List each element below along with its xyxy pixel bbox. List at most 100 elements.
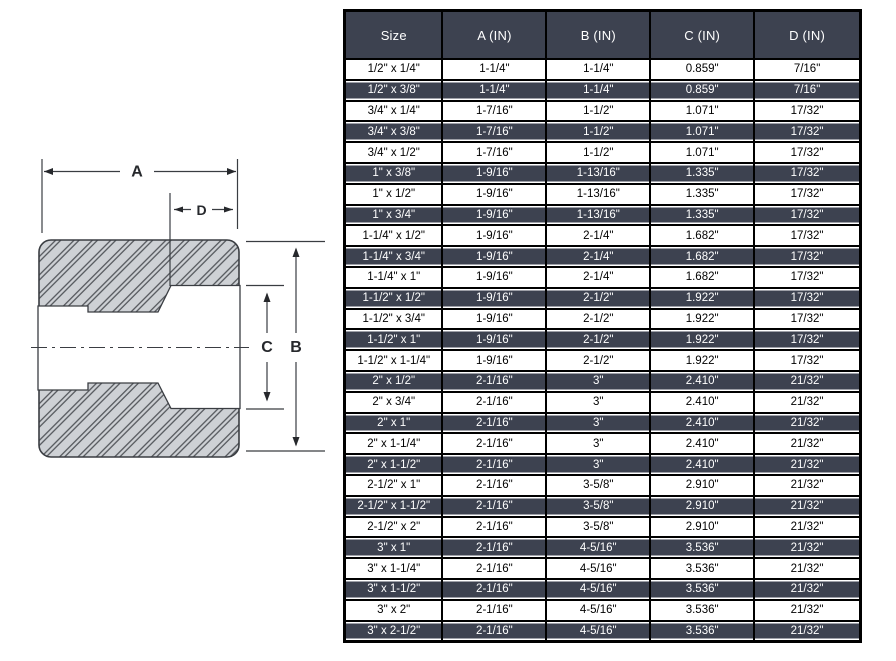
table-row: 2" x 3/4"2-1/16"3"2.410"21/32"	[346, 392, 859, 414]
table-cell-b: 2-1/2"	[547, 351, 652, 372]
table-cell-b: 1-1/4"	[547, 60, 652, 81]
table-cell-size: 1" x 1/2"	[346, 184, 444, 206]
table-cell-c: 1.335"	[651, 205, 756, 227]
table-cell-b: 3"	[547, 392, 652, 414]
column-header-a: A (IN)	[443, 12, 548, 60]
table-cell-b: 2-1/2"	[547, 309, 652, 331]
table-cell-b: 1-13/16"	[547, 184, 652, 206]
table-cell-d: 17/32"	[755, 226, 859, 248]
table-cell-b: 4-5/16"	[547, 559, 652, 580]
table-cell-size: 1/2" x 1/4"	[346, 60, 444, 81]
table-cell-c: 3.536"	[651, 579, 756, 601]
column-header-b: B (IN)	[547, 12, 652, 60]
table-cell-b: 3"	[547, 413, 652, 435]
table-cell-a: 2-1/16"	[443, 455, 548, 476]
table-cell-b: 1-13/16"	[547, 163, 652, 185]
fitting-drawing: A D C B	[31, 159, 325, 458]
table-cell-d: 17/32"	[755, 351, 859, 372]
table-cell-size: 1-1/2" x 1/2"	[346, 288, 444, 310]
fitting-diagram: A D C B	[0, 0, 343, 656]
table-cell-d: 21/32"	[755, 455, 859, 476]
table-cell-d: 21/32"	[755, 496, 859, 518]
table-row: 1-1/2" x 1"1-9/16"2-1/2"1.922"17/32"	[346, 330, 859, 352]
table-cell-size: 1-1/2" x 3/4"	[346, 309, 444, 331]
table-row: 1-1/2" x 3/4"1-9/16"2-1/2"1.922"17/32"	[346, 309, 859, 331]
table-cell-size: 3" x 1"	[346, 538, 444, 560]
table-cell-b: 1-1/2"	[547, 101, 652, 123]
table-cell-d: 21/32"	[755, 579, 859, 601]
table-row: 3" x 1-1/4"2-1/16"4-5/16"3.536"21/32"	[346, 559, 859, 580]
table-cell-d: 17/32"	[755, 309, 859, 331]
table-row: 1" x 1/2"1-9/16"1-13/16"1.335"17/32"	[346, 184, 859, 206]
table-row: 3/4" x 1/2"1-7/16"1-1/2"1.071"17/32"	[346, 143, 859, 164]
table-cell-a: 2-1/16"	[443, 496, 548, 518]
dim-b-arrow-up	[292, 247, 300, 257]
table-cell-size: 1-1/4" x 3/4"	[346, 247, 444, 268]
table-cell-d: 21/32"	[755, 392, 859, 414]
table-cell-d: 17/32"	[755, 184, 859, 206]
table-row: 1-1/4" x 1"1-9/16"2-1/4"1.682"17/32"	[346, 267, 859, 289]
table-cell-a: 1-9/16"	[443, 309, 548, 331]
table-row: 1-1/4" x 1/2"1-9/16"2-1/4"1.682"17/32"	[346, 226, 859, 248]
table-cell-a: 2-1/16"	[443, 579, 548, 601]
table-row: 2-1/2" x 2"2-1/16"3-5/8"2.910"21/32"	[346, 517, 859, 539]
table-cell-size: 2" x 1"	[346, 413, 444, 435]
table-row: 3/4" x 1/4"1-7/16"1-1/2"1.071"17/32"	[346, 101, 859, 123]
table-cell-size: 3" x 1-1/2"	[346, 579, 444, 601]
table-cell-c: 1.922"	[651, 309, 756, 331]
table-row: 2" x 1-1/4"2-1/16"3"2.410"21/32"	[346, 434, 859, 456]
table-cell-d: 7/16"	[755, 60, 859, 81]
table-cell-size: 2" x 1-1/2"	[346, 455, 444, 476]
table-cell-d: 17/32"	[755, 288, 859, 310]
table-cell-c: 3.536"	[651, 559, 756, 580]
table-cell-d: 17/32"	[755, 163, 859, 185]
table-body: 1/2" x 1/4"1-1/4"1-1/4"0.859"7/16"1/2" x…	[346, 60, 859, 641]
column-header-c: C (IN)	[651, 12, 756, 60]
dim-a	[41, 159, 239, 233]
table-cell-c: 1.335"	[651, 184, 756, 206]
dim-c-arrow-down	[263, 392, 271, 402]
table-cell-b: 2-1/2"	[547, 330, 652, 352]
table-cell-d: 7/16"	[755, 80, 859, 102]
table-cell-c: 1.922"	[651, 288, 756, 310]
table-cell-c: 1.682"	[651, 267, 756, 289]
table-cell-a: 2-1/16"	[443, 559, 548, 580]
table-cell-d: 17/32"	[755, 267, 859, 289]
table-cell-a: 1-9/16"	[443, 351, 548, 372]
dimension-table: Size A (IN) B (IN) C (IN) D (IN) 1/2" x …	[343, 9, 862, 644]
table-cell-c: 1.071"	[651, 143, 756, 164]
dim-d-arrow-left	[174, 206, 183, 213]
table-cell-a: 2-1/16"	[443, 413, 548, 435]
table-row: 1/2" x 3/8"1-1/4"1-1/4"0.859"7/16"	[346, 80, 859, 102]
table-cell-a: 2-1/16"	[443, 475, 548, 497]
table-cell-size: 1" x 3/4"	[346, 205, 444, 227]
table-row: 3/4" x 3/8"1-7/16"1-1/2"1.071"17/32"	[346, 122, 859, 144]
table-cell-c: 1.922"	[651, 330, 756, 352]
table-cell-c: 1.071"	[651, 101, 756, 123]
table-cell-b: 4-5/16"	[547, 538, 652, 560]
table-cell-size: 1-1/4" x 1"	[346, 267, 444, 289]
table-cell-a: 1-9/16"	[443, 330, 548, 352]
table-cell-a: 1-1/4"	[443, 60, 548, 81]
table-cell-size: 1-1/4" x 1/2"	[346, 226, 444, 248]
table-header-row: Size A (IN) B (IN) C (IN) D (IN)	[346, 12, 859, 60]
table-cell-b: 3-5/8"	[547, 517, 652, 539]
table-cell-c: 1.922"	[651, 351, 756, 372]
table-cell-size: 3" x 1-1/4"	[346, 559, 444, 580]
table-cell-d: 17/32"	[755, 122, 859, 144]
table-cell-d: 21/32"	[755, 413, 859, 435]
table-row: 3" x 2"2-1/16"4-5/16"3.536"21/32"	[346, 600, 859, 622]
table-cell-d: 21/32"	[755, 559, 859, 580]
table-cell-a: 2-1/16"	[443, 517, 548, 539]
table-cell-c: 3.536"	[651, 538, 756, 560]
table-cell-a: 2-1/16"	[443, 371, 548, 393]
table-row: 1-1/4" x 3/4"1-9/16"2-1/4"1.682"17/32"	[346, 247, 859, 268]
table-cell-a: 1-9/16"	[443, 247, 548, 268]
table-row: 2" x 1"2-1/16"3"2.410"21/32"	[346, 413, 859, 435]
table-cell-a: 1-9/16"	[443, 163, 548, 185]
table-cell-size: 3/4" x 1/2"	[346, 143, 444, 164]
table-cell-size: 3" x 2-1/2"	[346, 621, 444, 641]
table-cell-d: 21/32"	[755, 538, 859, 560]
table-cell-size: 1-1/2" x 1"	[346, 330, 444, 352]
table-cell-a: 2-1/16"	[443, 434, 548, 456]
